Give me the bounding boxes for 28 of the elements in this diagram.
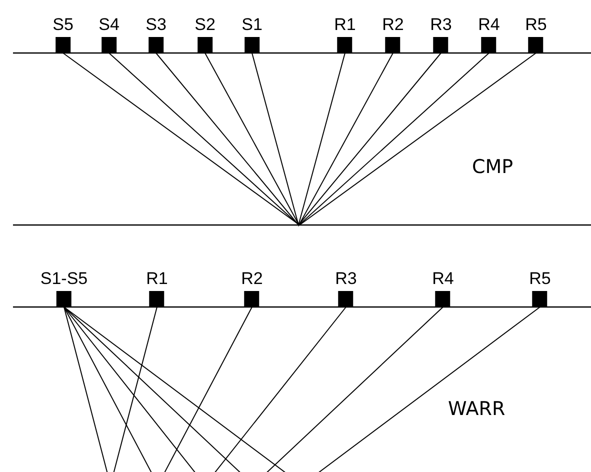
station-label: R3 [430, 16, 452, 33]
station-label: R4 [478, 16, 500, 33]
ray-path [64, 306, 540, 472]
station-label: S2 [194, 16, 216, 33]
ray-path [64, 306, 158, 472]
station-label: S3 [146, 16, 166, 33]
station-label: R2 [382, 16, 404, 33]
station-label: R1 [334, 16, 356, 33]
ray-path [64, 306, 252, 472]
station-label: R1 [146, 270, 168, 287]
station-label: R3 [335, 270, 357, 287]
station-label: S1-S5 [40, 270, 88, 287]
ray-path [62, 52, 536, 226]
ray-path [204, 52, 394, 226]
station-label: R5 [529, 270, 551, 287]
station-label: S1 [242, 16, 262, 33]
ray-path [64, 306, 346, 472]
ray-path [108, 52, 490, 226]
station-label: R4 [432, 270, 454, 287]
method-label: WARR [448, 400, 506, 419]
station-label: S5 [52, 16, 74, 33]
station-label: R2 [241, 270, 263, 287]
ray-path [156, 52, 442, 226]
station-label: R5 [525, 16, 547, 33]
ray-path [252, 52, 346, 227]
method-label: CMP [472, 158, 514, 177]
station-label: S4 [98, 16, 120, 33]
ray-path [64, 306, 444, 472]
